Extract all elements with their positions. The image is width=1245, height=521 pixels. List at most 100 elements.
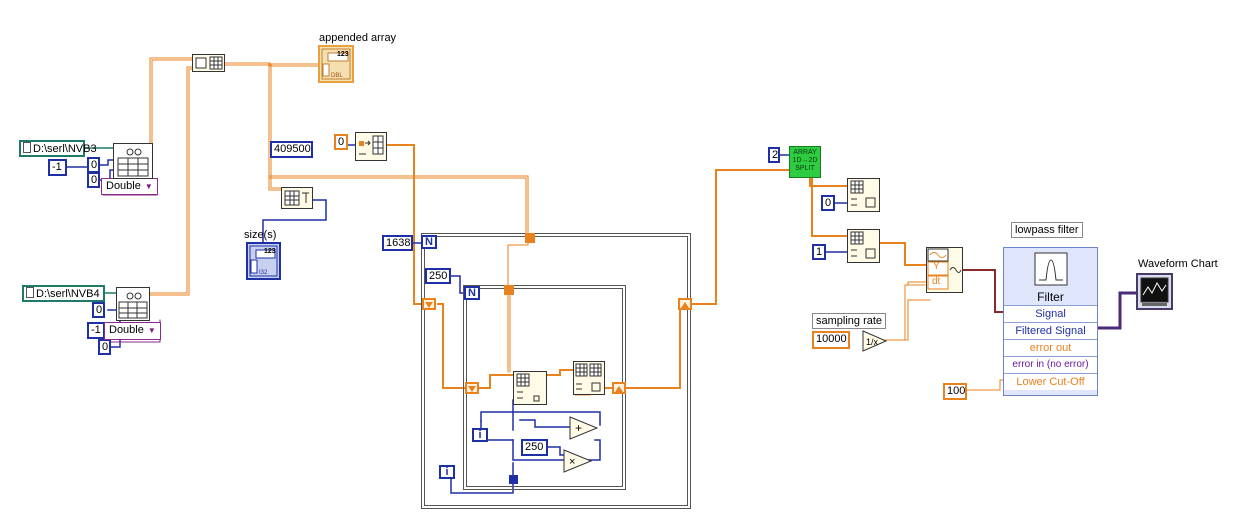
read-spreadsheet-node-1[interactable] [113, 143, 153, 179]
inner-loop-count-terminal[interactable]: N [464, 286, 480, 300]
constant-split-count[interactable]: 2 [768, 147, 780, 163]
inner-loop-shift-register-right[interactable] [612, 382, 626, 394]
constant-1638[interactable]: 1638 [382, 235, 413, 251]
constant-cutoff[interactable]: 100 [943, 383, 967, 400]
path-icon [23, 142, 31, 153]
constant-zero-1a[interactable]: 0 [87, 157, 100, 173]
constant-250-inner[interactable]: 250 [521, 439, 548, 456]
type-ring-double-1[interactable]: Double▼ [101, 178, 158, 195]
ring-arrow-icon: ▼ [147, 326, 156, 335]
outer-loop-shift-register-left[interactable] [422, 298, 436, 310]
inner-loop-shift-register-left[interactable] [465, 382, 479, 394]
constant-index-zero[interactable]: 0 [821, 195, 835, 211]
wave-dt-label: dt [932, 276, 941, 287]
read-spreadsheet-node-2[interactable] [116, 287, 150, 321]
index-array-node-0[interactable] [847, 178, 880, 212]
path-icon [26, 287, 34, 298]
waveform-chart-label: Waveform Chart [1138, 258, 1218, 270]
constant-sampling-rate[interactable]: 10000 [812, 331, 850, 349]
constant-zero-2b[interactable]: 0 [98, 339, 111, 355]
split-text-2: 1D→2D [792, 157, 818, 164]
build-array-node[interactable] [192, 54, 225, 72]
inner-loop-iteration-terminal[interactable]: i [472, 428, 488, 442]
indicator-type: I32 [259, 270, 268, 276]
outer-loop-tunnel-top [525, 233, 535, 243]
multiply-node[interactable]: × [563, 449, 593, 476]
index-array-icon [516, 373, 540, 402]
ring-arrow-icon: ▼ [144, 182, 153, 191]
outer-for-loop[interactable] [421, 233, 691, 509]
filter-icon [1034, 252, 1068, 286]
replace-subset-icon [575, 363, 602, 392]
build-waveform-icon [927, 248, 962, 290]
size-label: size(s) [244, 229, 277, 241]
constant-409500[interactable]: 409500 [270, 141, 313, 158]
outer-loop-frame [424, 236, 688, 506]
initialize-array-node[interactable] [355, 132, 387, 161]
size-indicator[interactable]: 123 I32 [246, 242, 281, 280]
filter-error-out[interactable]: error out [1004, 339, 1097, 356]
svg-text:+: + [575, 421, 582, 435]
constant-zero-2a[interactable]: 0 [92, 302, 105, 318]
constant-zero-1b[interactable]: 0 [87, 172, 100, 188]
constant-neg-one-2[interactable]: -1 [87, 322, 105, 339]
waveform-chart-terminal[interactable] [1136, 273, 1173, 310]
initialize-array-icon [359, 135, 384, 155]
multiply-icon: × [563, 449, 593, 473]
shift-register-down-icon [425, 302, 433, 308]
array-size-icon [284, 190, 309, 206]
path-text: D:\serl\NVB3 [33, 143, 97, 155]
outer-loop-blue-tunnel [509, 475, 518, 484]
path-constant-nvb3[interactable]: D:\serl\NVB3 [19, 140, 97, 157]
outer-loop-iteration-terminal[interactable]: i [439, 465, 455, 479]
index-array-node-inner[interactable] [513, 371, 547, 405]
inner-loop-tunnel-top [504, 285, 514, 295]
array-1d-to-2d-split-node[interactable]: ARRAY 1D→2D SPLIT [789, 146, 821, 178]
reciprocal-node[interactable]: 1/x [862, 330, 888, 355]
spreadsheet-read-icon [118, 292, 148, 319]
filter-lower-cutoff[interactable]: Lower Cut-Off [1004, 373, 1097, 390]
index-array-icon [850, 180, 876, 208]
filter-express-vi[interactable]: Filter Signal Filtered Signal error out … [1003, 247, 1098, 396]
shift-register-down-icon [468, 386, 476, 392]
filter-error-in[interactable]: error in (no error) [1004, 356, 1097, 373]
waveform-chart-icon [1140, 277, 1169, 306]
constant-index-one[interactable]: 1 [812, 244, 826, 260]
outer-loop-shift-register-right[interactable] [678, 298, 692, 310]
filter-title: Filter [1037, 290, 1064, 304]
constant-neg-one-1[interactable]: -1 [48, 159, 67, 176]
appended-array-indicator[interactable]: 123 DBL [318, 45, 354, 83]
replace-array-subset-node[interactable] [573, 361, 605, 395]
constant-init-zero[interactable]: 0 [334, 134, 348, 150]
build-waveform-node[interactable]: Y dt [926, 247, 963, 293]
indicator-mark: 123 [337, 51, 349, 58]
add-node[interactable]: + [569, 416, 599, 443]
array-indicator-icon [249, 245, 278, 277]
ring-text: Double [109, 324, 144, 336]
index-array-node-1[interactable] [847, 229, 880, 263]
type-ring-double-2[interactable]: Double▼ [104, 322, 161, 340]
svg-text:1/x: 1/x [866, 337, 879, 347]
split-text-1: ARRAY [793, 149, 817, 156]
wave-y-label: Y [933, 261, 940, 272]
indicator-mark: 123 [264, 248, 276, 255]
spreadsheet-read-icon [117, 148, 149, 177]
constant-250-count[interactable]: 250 [425, 268, 451, 284]
filter-signal-input[interactable]: Signal [1004, 305, 1097, 322]
split-text-3: SPLIT [795, 165, 815, 172]
filter-filtered-signal-output[interactable]: Filtered Signal [1004, 322, 1097, 339]
sampling-rate-label: sampling rate [812, 313, 887, 329]
svg-text:×: × [569, 456, 575, 468]
add-icon: + [569, 416, 599, 440]
outer-loop-count-terminal[interactable]: N [421, 235, 437, 249]
array-size-node[interactable] [281, 187, 313, 209]
array-indicator-icon [321, 48, 351, 80]
ring-text: Double [106, 180, 141, 192]
reciprocal-icon: 1/x [862, 330, 888, 352]
shift-register-up-icon [615, 386, 623, 392]
build-array-icon [195, 56, 223, 70]
shift-register-up-icon [681, 302, 689, 308]
appended-array-label: appended array [319, 32, 397, 44]
index-array-icon [850, 231, 876, 259]
path-constant-nvb4[interactable]: D:\serl\NVB4 [22, 285, 105, 302]
